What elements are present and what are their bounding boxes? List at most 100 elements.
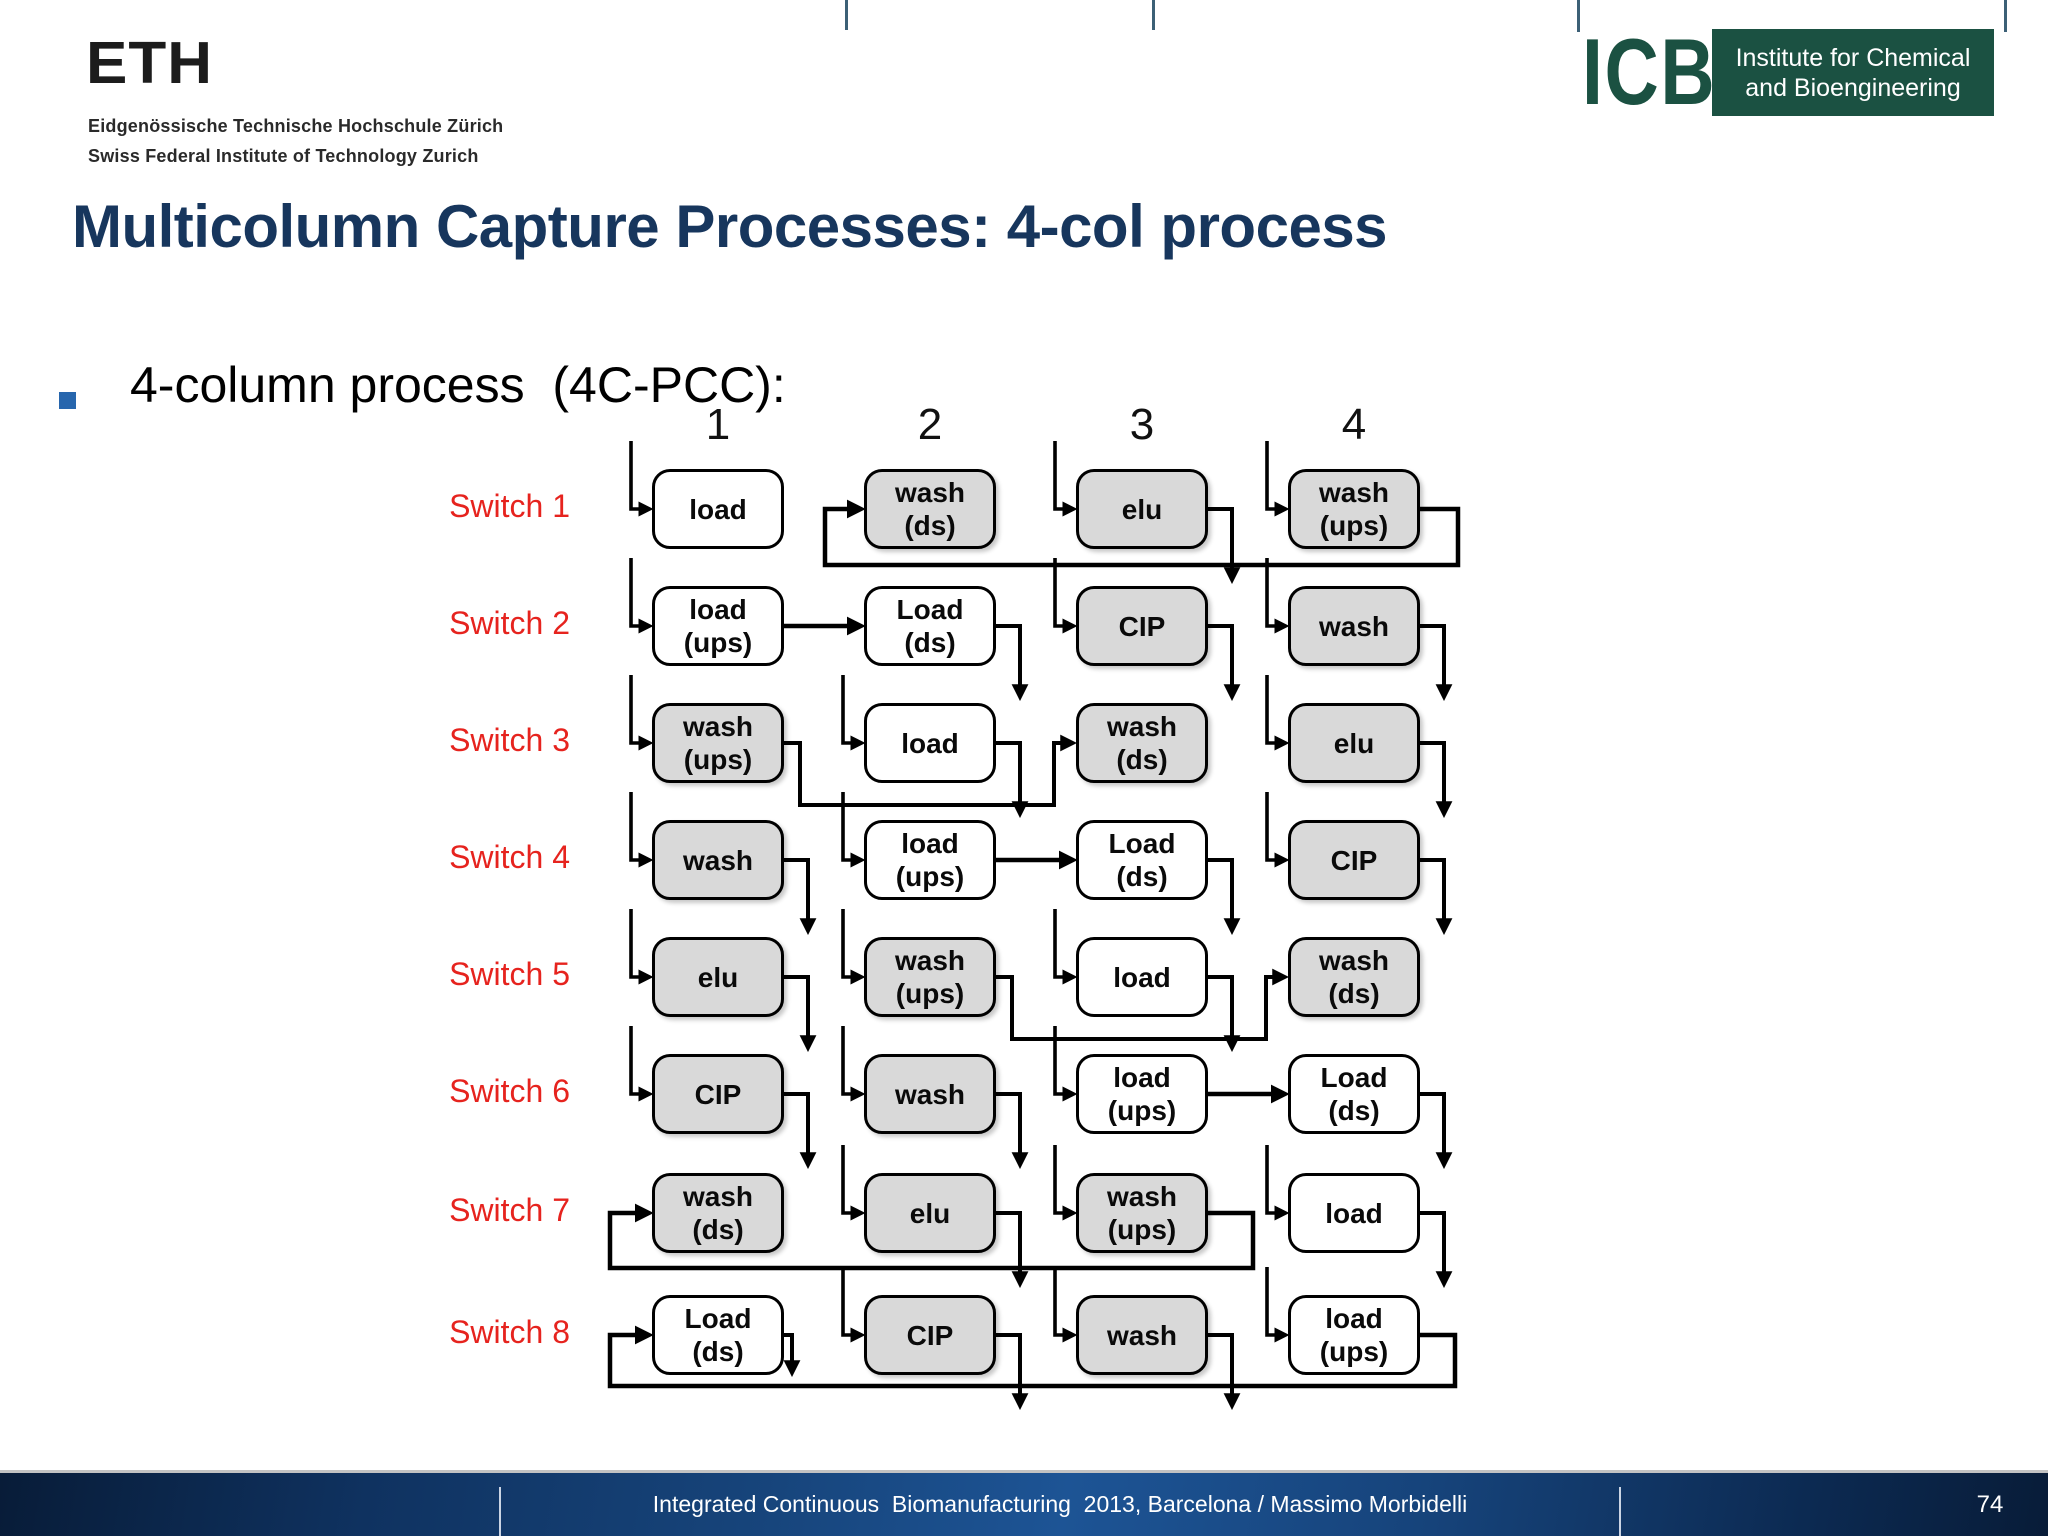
process-box-label: load [1113,961,1171,993]
process-box: elu [652,937,784,1017]
flow-arrow [629,792,654,868]
flow-arrow [784,975,817,1053]
footer-bar [0,1473,2048,1536]
process-box-label: load [1113,1062,1171,1093]
flow-arrow [1053,558,1078,634]
process-box: load(ups) [1076,1054,1208,1134]
top-tick-3 [1577,0,1580,32]
eth-subtitle-german: Eidgenössische Technische Hochschule Zür… [88,116,504,136]
process-box: wash(ups) [652,703,784,783]
process-box: load(ups) [864,820,996,900]
process-box-label: Load [1108,828,1176,859]
process-box-label: wash [1106,711,1178,742]
process-box-label: wash [1318,945,1390,976]
process-box: Load(ds) [652,1295,784,1375]
process-box-label: elu [1333,727,1375,759]
process-box: CIP [1076,586,1208,666]
switch-label: Switch 6 [449,1073,570,1109]
flow-arrow [1053,909,1078,985]
footer-divider-left [499,1487,501,1536]
flow-arrow [1265,1145,1290,1221]
column-header-1: 1 [705,400,731,449]
flow-arrow [1420,741,1453,819]
column-header-4: 4 [1341,400,1367,449]
top-tick-2 [1152,0,1155,30]
process-box: load [1288,1173,1420,1253]
process-box-label: (ups) [895,861,965,892]
process-box-label: (ups) [683,627,753,658]
process-box-label: elu [697,961,739,993]
switch-label: Switch 8 [449,1314,570,1350]
flow-arrow [841,1145,866,1221]
flow-arrow [1208,624,1241,702]
icb-logo: ICB [1582,19,1717,124]
top-tick-4 [2004,0,2007,32]
column-header-2: 2 [917,400,943,449]
process-box-label: Load [896,594,964,625]
process-box: wash(ds) [652,1173,784,1253]
process-box: Load(ds) [1288,1054,1420,1134]
process-box-label: CIP [694,1078,742,1110]
flow-arrow [1420,858,1453,936]
flow-arrow [1420,624,1453,702]
process-box: wash(ds) [1288,937,1420,1017]
process-box-label: Load [684,1303,752,1334]
switch-label: Switch 7 [449,1192,570,1228]
process-box: load [864,703,996,783]
process-box-label: wash [1318,477,1390,508]
process-box: CIP [864,1295,996,1375]
process-box-label: (ups) [683,744,753,775]
eth-subtitle-english: Swiss Federal Institute of Technology Zu… [88,146,479,166]
flow-arrow [822,499,1461,568]
flow-arrow [1420,1092,1453,1170]
icb-institute-line2: and Bioengineering [1745,73,1961,102]
process-box: wash(ups) [864,937,996,1017]
flow-arrow [841,675,866,751]
flow-arrow [1420,1211,1453,1289]
process-box-label: wash [682,1181,754,1212]
flow-arrow [607,1325,1458,1389]
flow-arrow [1053,441,1078,517]
process-box-label: (ds) [1328,1095,1380,1126]
process-box-label: elu [909,1197,951,1229]
process-box-label: load [689,493,747,525]
process-box: load(ups) [652,586,784,666]
flow-arrow [784,734,1078,807]
process-box-label: (ds) [1328,978,1380,1009]
flow-arrow [996,1333,1029,1411]
flow-arrow [996,968,1290,1041]
process-box-label: load [689,594,747,625]
flow-arrow [1208,975,1241,1053]
eth-logo: ETH [86,30,213,97]
page-number: 74 [1976,1491,2004,1518]
bullet-text: 4-column process (4C-PCC): [130,357,786,413]
process-box: elu [1076,469,1208,549]
flow-arrow [1265,675,1290,751]
process-box-label: Load [1320,1062,1388,1093]
process-box-label: (ups) [1319,510,1389,541]
process-box-label: (ds) [1116,861,1168,892]
flow-arrow [783,1333,801,1378]
top-tick-1 [845,0,848,30]
process-box: Load(ds) [1076,820,1208,900]
process-box: elu [864,1173,996,1253]
process-box: wash(ups) [1288,469,1420,549]
footer-divider-right [1619,1487,1621,1536]
process-box: elu [1288,703,1420,783]
process-box: Load(ds) [864,586,996,666]
process-box-label: wash [682,844,754,876]
flow-arrow [841,909,866,985]
flow-arrow [784,1092,817,1170]
flow-arrow [1208,1333,1241,1411]
process-box-label: load [901,828,959,859]
flow-arrow [1208,858,1241,936]
flow-arrow [1053,1145,1078,1221]
process-box-label: (ups) [1107,1095,1177,1126]
flow-arrow [1208,507,1241,585]
process-box: wash [652,820,784,900]
flow-arrow [629,909,654,985]
process-box: wash(ds) [864,469,996,549]
process-box: load(ups) [1288,1295,1420,1375]
